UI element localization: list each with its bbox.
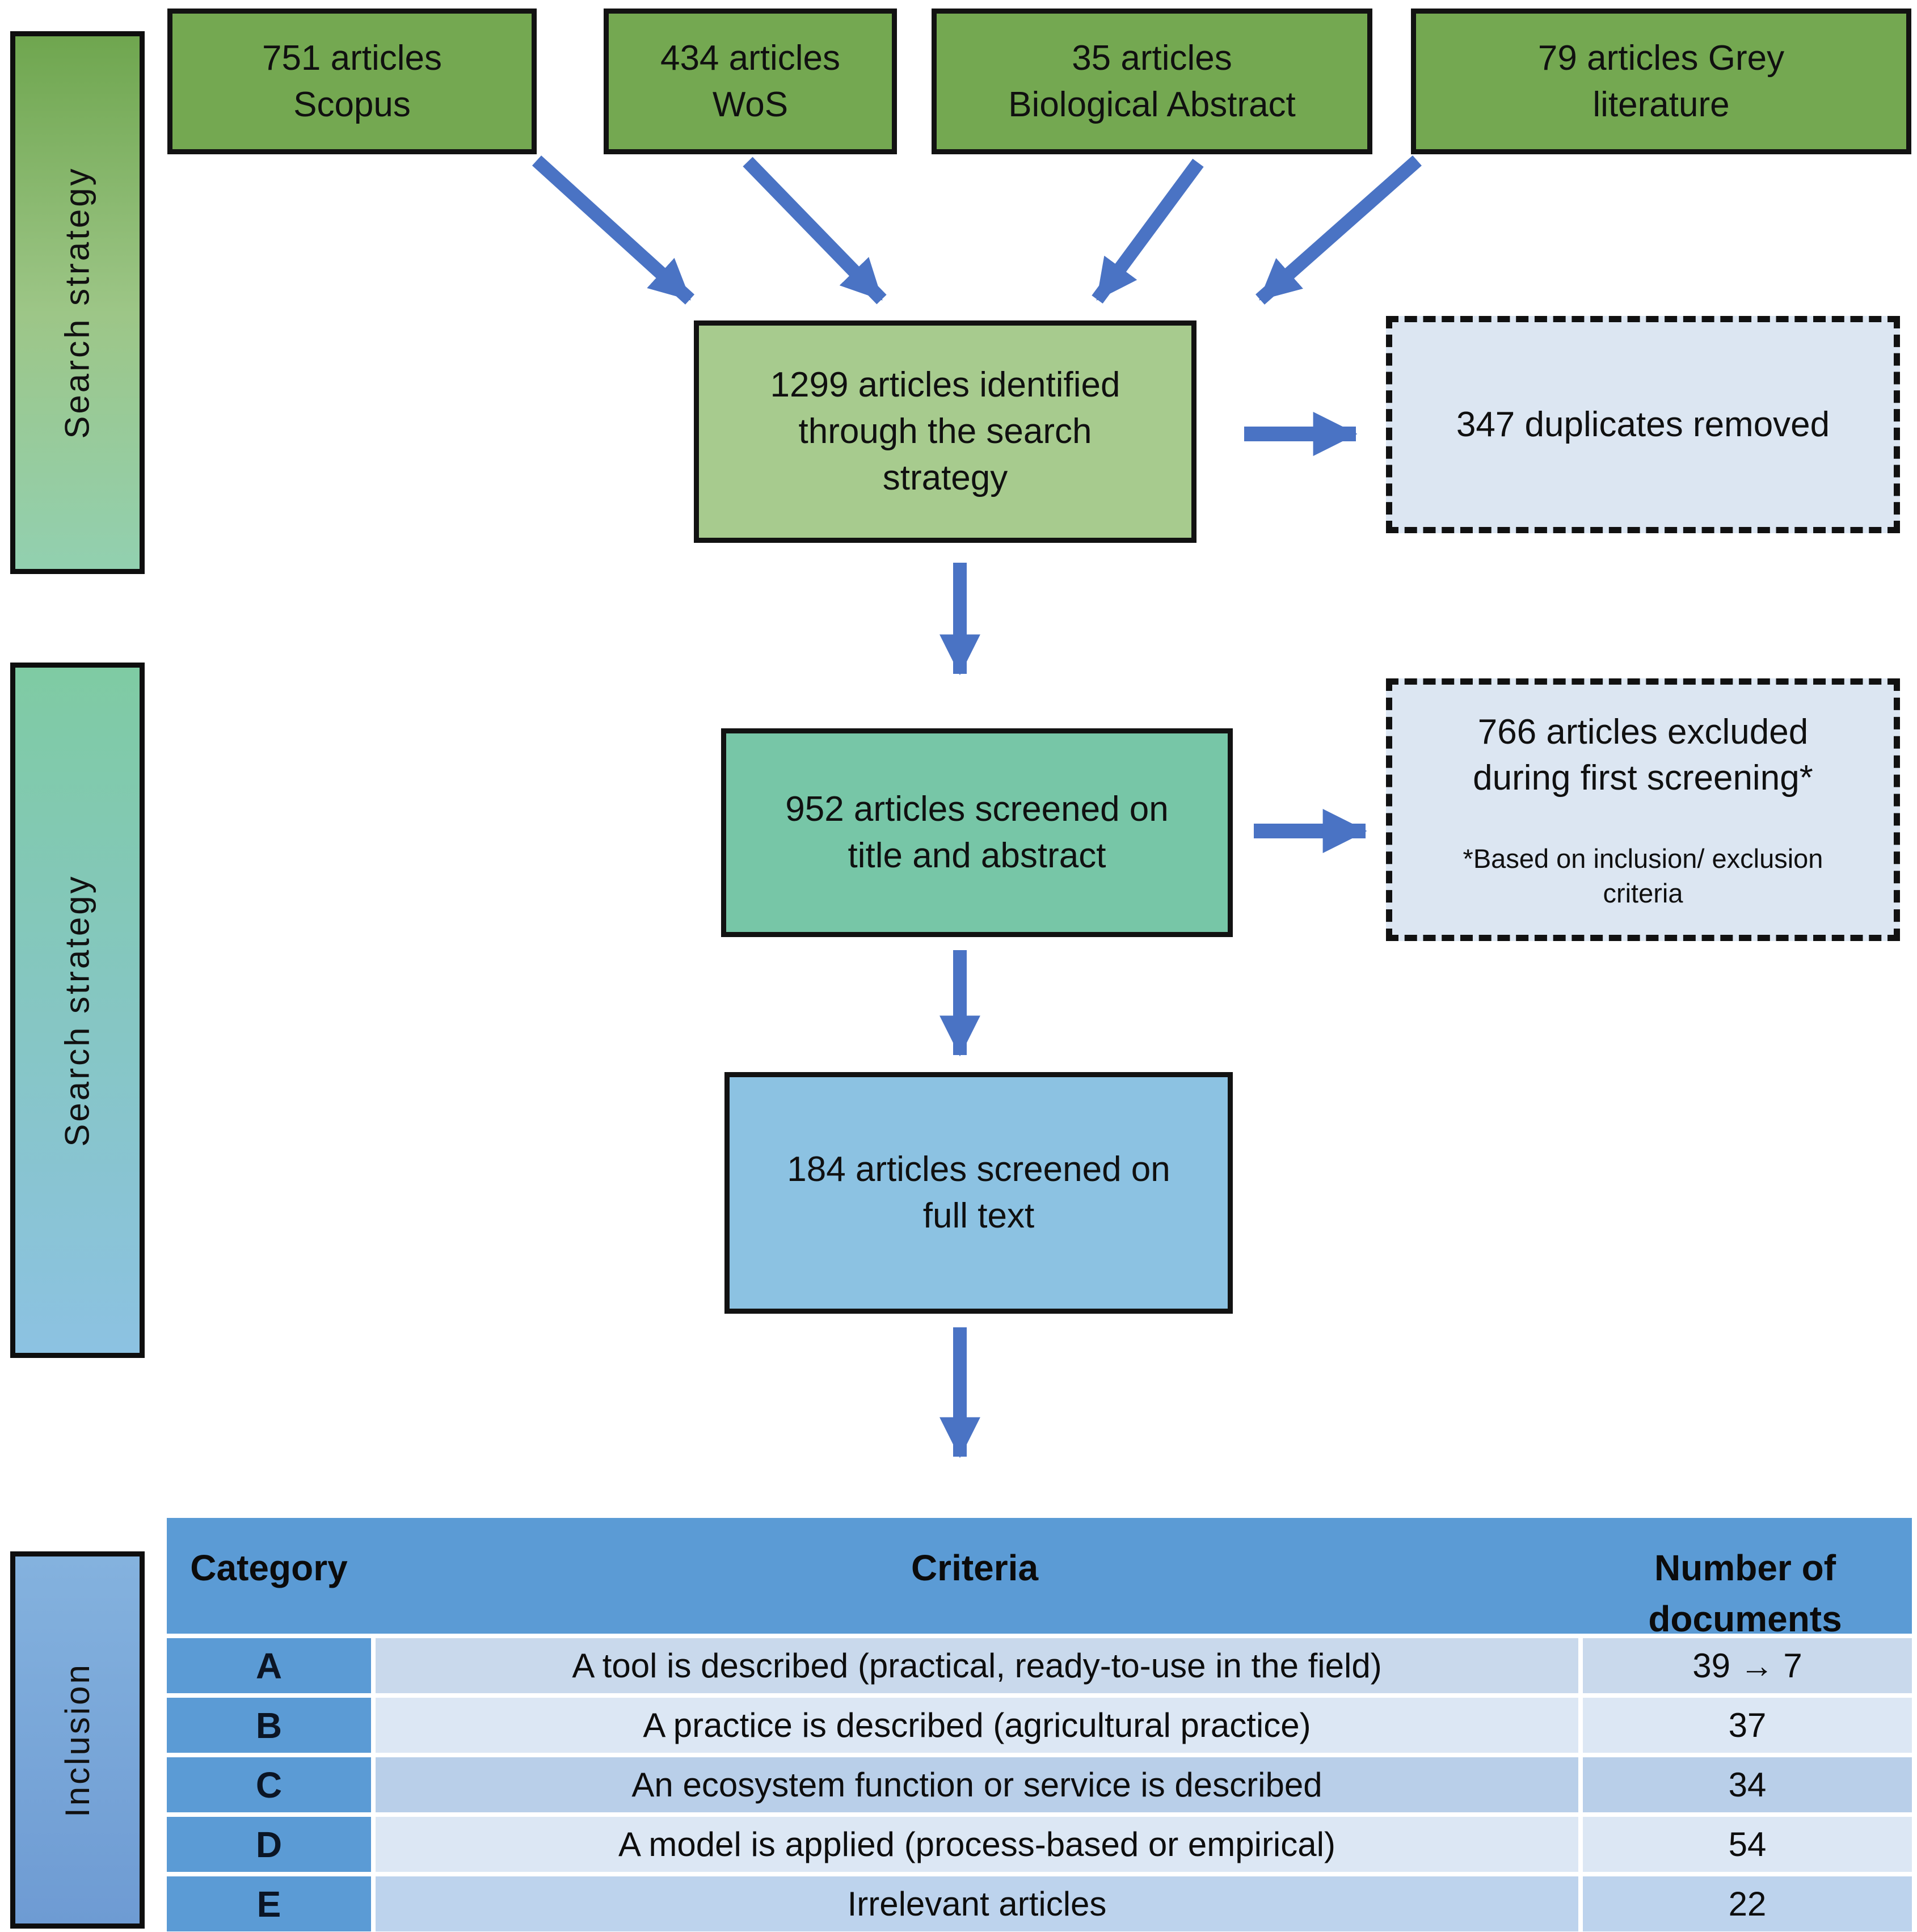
- excluded-first-screening-box: 766 articles excluded during first scree…: [1386, 678, 1900, 941]
- screened-title-abstract-box: 952 articles screened on title and abstr…: [721, 728, 1233, 937]
- table-row-c-category: C: [167, 1757, 371, 1812]
- table-row-d-count: 54: [1583, 1817, 1912, 1872]
- table-header-number-of-documents: Number of documents: [1648, 1547, 1842, 1639]
- table-row-e-criteria: Irrelevant articles: [376, 1876, 1578, 1931]
- table-row-d-criteria: A model is applied (process-based or emp…: [376, 1817, 1578, 1872]
- source-box-grey-literature: 79 articles Grey literature: [1411, 9, 1911, 154]
- table-row-a-count: 39 → 7: [1583, 1638, 1912, 1693]
- table-row-b-category: B: [167, 1698, 371, 1753]
- identified-articles-label: 1299 articles identified through the sea…: [770, 365, 1120, 497]
- sidebar-bar-search-strategy-2: Search strategy: [10, 663, 145, 1358]
- source-box-grey-literature-label: 79 articles Grey literature: [1537, 38, 1785, 124]
- table-header-criteria: Criteria: [911, 1547, 1039, 1588]
- screened-title-abstract-label: 952 articles screened on title and abstr…: [785, 790, 1169, 875]
- table-row-c-count: 34: [1583, 1757, 1912, 1812]
- source-box-wos-label: 434 articles WoS: [660, 38, 841, 124]
- source-box-biological-abstract-label: 35 articles Biological Abstract: [1008, 38, 1296, 124]
- arrow-scopus-to-identified-icon: [532, 155, 695, 305]
- excluded-first-screening-label: 766 articles excluded during first scree…: [1473, 712, 1813, 798]
- sidebar-label-search-strategy-2: Search strategy: [58, 874, 96, 1147]
- table-row-b-criteria: A practice is described (agricultural pr…: [376, 1698, 1578, 1753]
- source-box-scopus-label: 751 articles Scopus: [262, 38, 443, 124]
- identified-articles-box: 1299 articles identified through the sea…: [694, 320, 1196, 543]
- table-row-a-category: A: [167, 1638, 371, 1693]
- duplicates-removed-label: 347 duplicates removed: [1456, 404, 1830, 444]
- arrow-greyliterature-to-identified-icon: [1255, 155, 1422, 305]
- table-row-e-count: 22: [1583, 1876, 1912, 1931]
- fulltext-screened-label: 184 articles screened on full text: [787, 1150, 1170, 1235]
- arrow-bioabstract-to-identified-icon: [1092, 158, 1204, 304]
- table-header-row: Category Criteria Number of documents: [167, 1518, 1912, 1639]
- arrow-wos-to-identified-icon: [743, 157, 887, 305]
- fulltext-screened-box: 184 articles screened on full text: [724, 1072, 1233, 1314]
- source-box-biological-abstract: 35 articles Biological Abstract: [932, 9, 1372, 154]
- table-row-e-category: E: [167, 1876, 371, 1931]
- sidebar-bar-inclusion: Inclusion: [10, 1551, 145, 1929]
- excluded-first-screening-note: *Based on inclusion/ exclusion criteria: [1463, 843, 1823, 909]
- inclusion-criteria-table: Category Criteria Number of documents A …: [167, 1518, 1912, 1931]
- table-row-b-count: 37: [1583, 1698, 1912, 1753]
- table-row-c-criteria: An ecosystem function or service is desc…: [376, 1757, 1578, 1812]
- source-box-scopus: 751 articles Scopus: [167, 9, 537, 154]
- duplicates-removed-box: 347 duplicates removed: [1386, 316, 1900, 533]
- table-header-category: Category: [190, 1547, 348, 1588]
- table-row-a-criteria: A tool is described (practical, ready-to…: [376, 1638, 1578, 1693]
- sidebar-label-inclusion: Inclusion: [58, 1663, 96, 1817]
- sidebar-label-search-strategy-1: Search strategy: [58, 166, 96, 439]
- table-row-d-category: D: [167, 1817, 371, 1872]
- sidebar-bar-search-strategy-1: Search strategy: [10, 31, 145, 574]
- source-box-wos: 434 articles WoS: [604, 9, 897, 154]
